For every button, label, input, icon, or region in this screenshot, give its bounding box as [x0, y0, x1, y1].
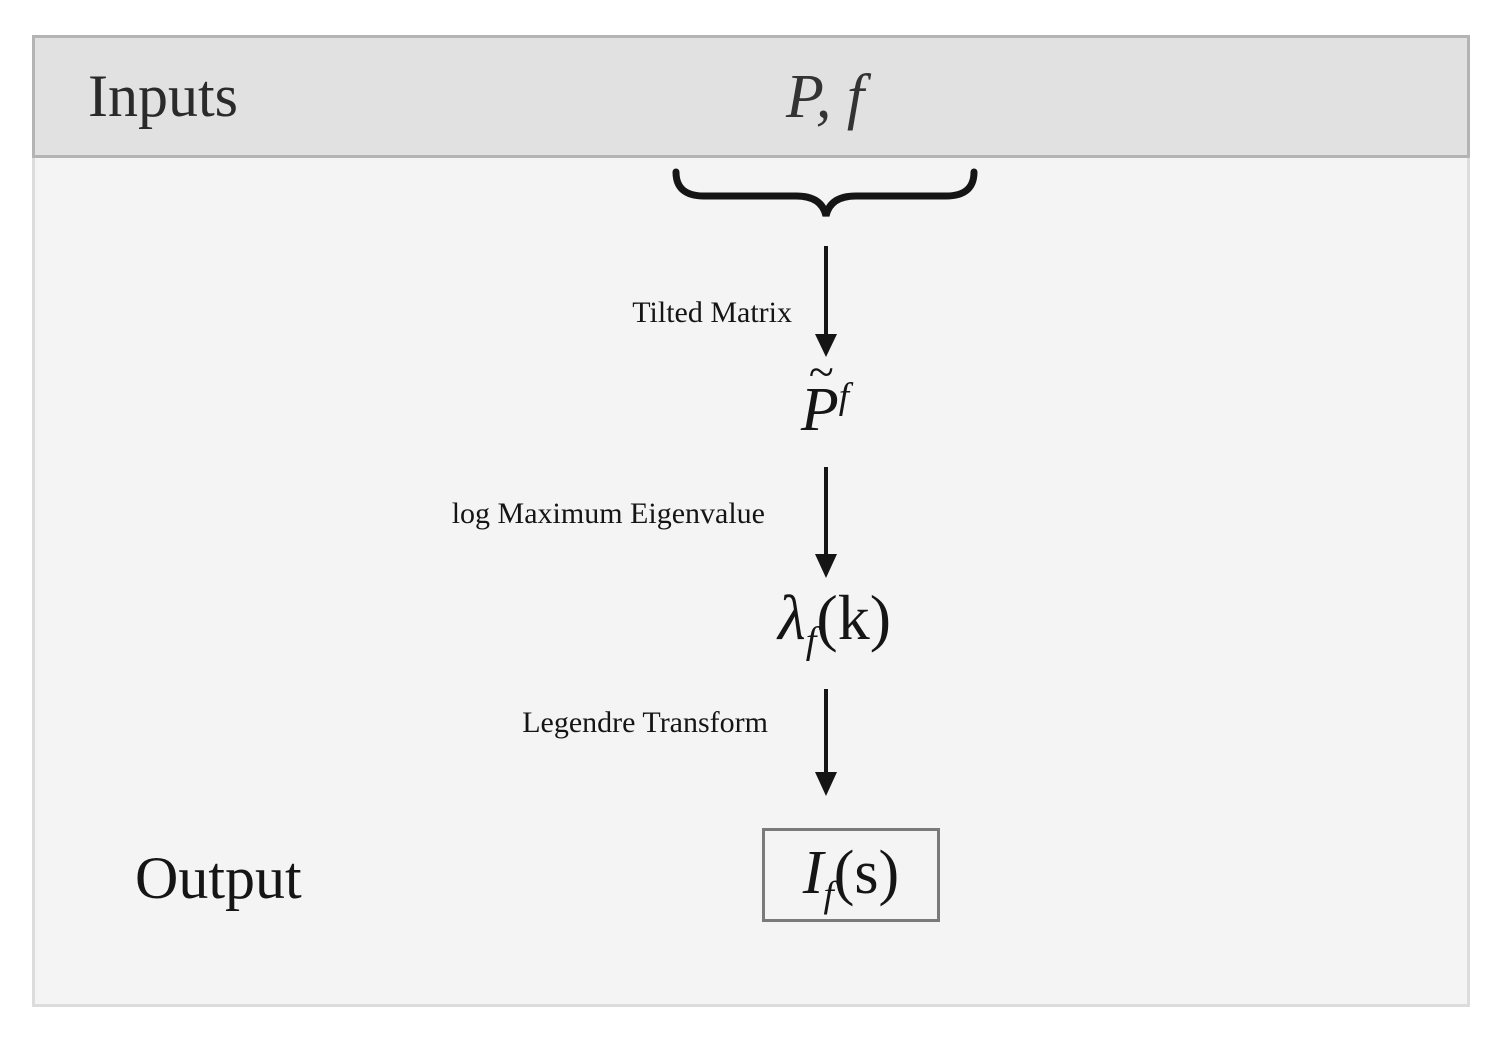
output-label: Output: [135, 845, 302, 911]
input-brace: [672, 168, 978, 217]
tilted-matrix-node: ~Pf: [760, 348, 890, 444]
step-label-legendre-transform: Legendre Transform: [522, 706, 768, 739]
step-label-tilted-matrix: Tilted Matrix: [632, 296, 792, 329]
eigenvalue-node: λf(k): [760, 586, 968, 660]
step-label-log-max-eigenvalue: log Maximum Eigenvalue: [451, 497, 765, 530]
rate-function-argument: (s): [833, 839, 900, 907]
inputs-math: P, f: [785, 63, 865, 131]
inputs-label: Inputs: [88, 63, 238, 129]
rate-function-subscript: f: [823, 874, 834, 916]
arrow-tilted-matrix: [815, 246, 837, 357]
tilde-accent: ~: [808, 345, 834, 397]
rate-function-symbol: I: [802, 839, 824, 907]
arrow-log-max-eigenvalue: [815, 467, 837, 578]
eigenvalue-argument: (k): [816, 582, 892, 653]
arrow-legendre-transform: [815, 689, 837, 796]
tilted-matrix-superscript: f: [838, 376, 850, 417]
eigenvalue-subscript: f: [805, 619, 817, 662]
inputs-header-band: [32, 35, 1470, 158]
rate-function-box: [762, 828, 940, 922]
eigenvalue-symbol: λ: [778, 582, 806, 653]
rate-function-node: If(s): [762, 842, 940, 914]
tilted-matrix-base: P: [800, 375, 839, 444]
